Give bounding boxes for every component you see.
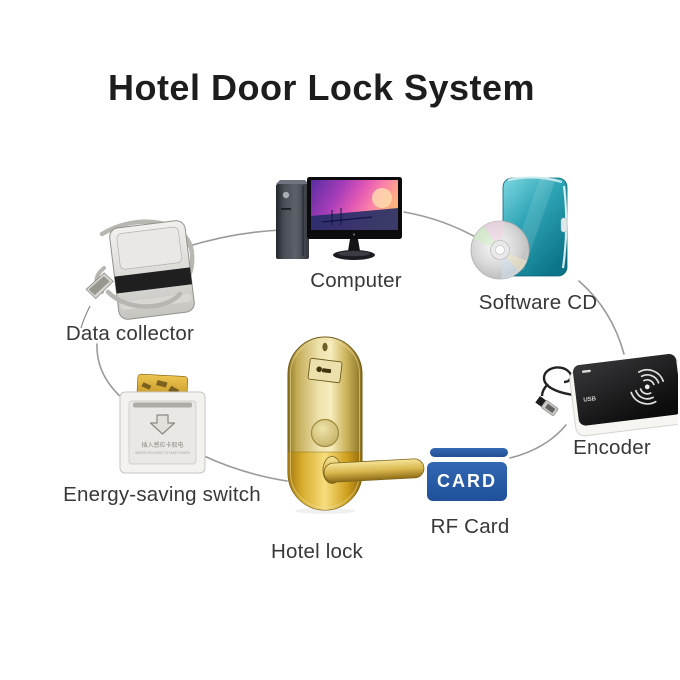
collector-cable-front [105,289,183,309]
cd-disc [470,220,530,280]
collector-black-band [114,267,193,294]
rf-card-text: CARD [437,471,497,491]
serial-connector [85,272,114,300]
curve-computer-cd [403,211,480,240]
lock-top-indicator [322,342,328,352]
label-encoder: Encoder [573,436,651,459]
desktop-tower [276,180,309,259]
label-hotel-lock: Hotel lock [270,540,363,563]
collector-body [109,220,195,320]
down-arrow-icon [149,414,176,435]
label-data-collector: Data collector [65,322,195,345]
data-collector-illustration [68,210,203,337]
computer-illustration [262,170,412,275]
encoder-logo-text: USB [583,396,597,404]
switch-panel-text-cn: 插入感应卡取电 [141,441,183,449]
collector-leader-line [80,305,91,329]
page-title: Hotel Door Lock System [107,67,536,108]
card-slot-shadow [133,402,192,408]
switch-plate: 插入感应卡取电 INSERT KEYCARD TO TAKE POWER [119,391,206,474]
curve-encoder-card [509,424,567,459]
lock-round-button [310,418,340,448]
curve-cd-encoder [578,280,625,355]
card-glyph [316,366,322,373]
curve-datacollector-computer [185,229,283,248]
card-reader-panel [307,357,343,384]
label-software-cd: Software CD [478,291,598,314]
curve-label-switch [96,343,124,400]
encoder-body: USB [569,353,680,437]
label-computer: Computer [310,269,402,292]
hotel-lock-illustration [278,330,438,521]
encoder-illustration: USB [530,344,680,455]
monitor-stand-neck [348,239,360,251]
rf-card-edge [430,448,508,457]
rf-card-device: CARD [427,462,507,501]
screen-sun-glow [372,188,392,208]
label-energy-switch: Energy-saving switch [63,483,261,506]
lock-plate [287,336,363,511]
box-clip-tab [560,217,568,233]
cd-hole [495,245,505,255]
monitor [307,177,402,260]
label-rf-card: RF Card [430,515,510,538]
energy-switch-illustration: 插入感应卡取电 INSERT KEYCARD TO TAKE POWER [108,366,226,489]
encoder-black-top [572,353,680,426]
switch-panel-text-en: INSERT KEYCARD TO TAKE POWER [135,451,191,455]
curve-lock-switch [203,455,288,482]
tower-logo [282,191,290,199]
software-cd-illustration [462,172,597,299]
rfid-waves-icon [629,368,666,405]
lock-handle [323,458,425,483]
usb-connector [535,396,559,416]
